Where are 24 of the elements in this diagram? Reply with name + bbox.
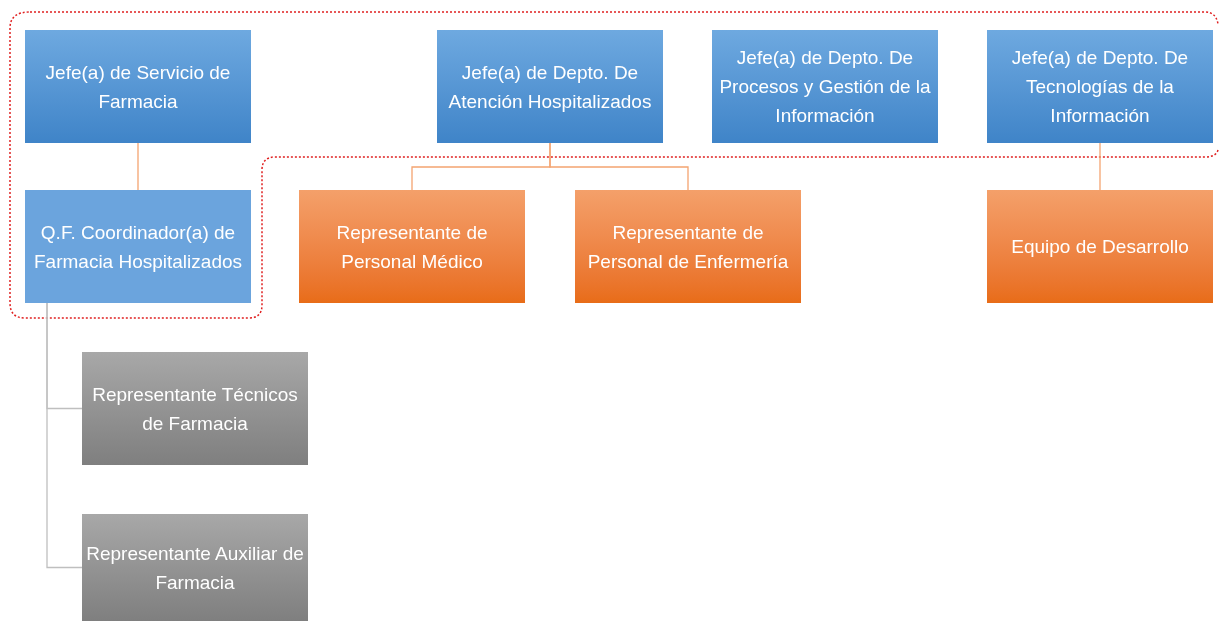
org-box <box>437 30 663 143</box>
boss-box <box>25 30 251 143</box>
org-box <box>82 352 308 465</box>
role-title: Jefe(a) de Depto. De Procesos y Gestión de la Información <box>718 46 932 128</box>
org-box <box>575 190 801 303</box>
connector-line <box>137 142 139 191</box>
org-box <box>712 30 938 143</box>
org-box <box>82 514 308 621</box>
role-title: Representante Técnicos de Farmacia <box>91 382 299 436</box>
role-title: Representante Auxiliar de Farmacia <box>86 541 304 595</box>
connector-line <box>549 142 689 191</box>
connector-line <box>1099 142 1101 191</box>
role-title: Jefe(a) de Servicio de Farmacia <box>44 60 232 114</box>
connector-line <box>46 302 83 569</box>
coordinator-box <box>25 190 251 303</box>
role-title: Equipo de Desarrollo <box>1011 235 1189 259</box>
org-box <box>299 190 525 303</box>
org-box <box>987 190 1213 303</box>
role-title: Q.F. Coordinador(a) de Farmacia Hospitalizados <box>33 220 243 274</box>
role-title: Jefe(a) de Depto. De Atención Hospitalizados <box>447 60 653 114</box>
role-title: Representante de Personal Médico <box>335 220 489 274</box>
role-title: Jefe(a) de Depto. De Tecnologías de la Información <box>1010 46 1190 128</box>
role-title: Representante de Personal de Enfermería <box>586 220 790 274</box>
org-box <box>987 30 1213 143</box>
